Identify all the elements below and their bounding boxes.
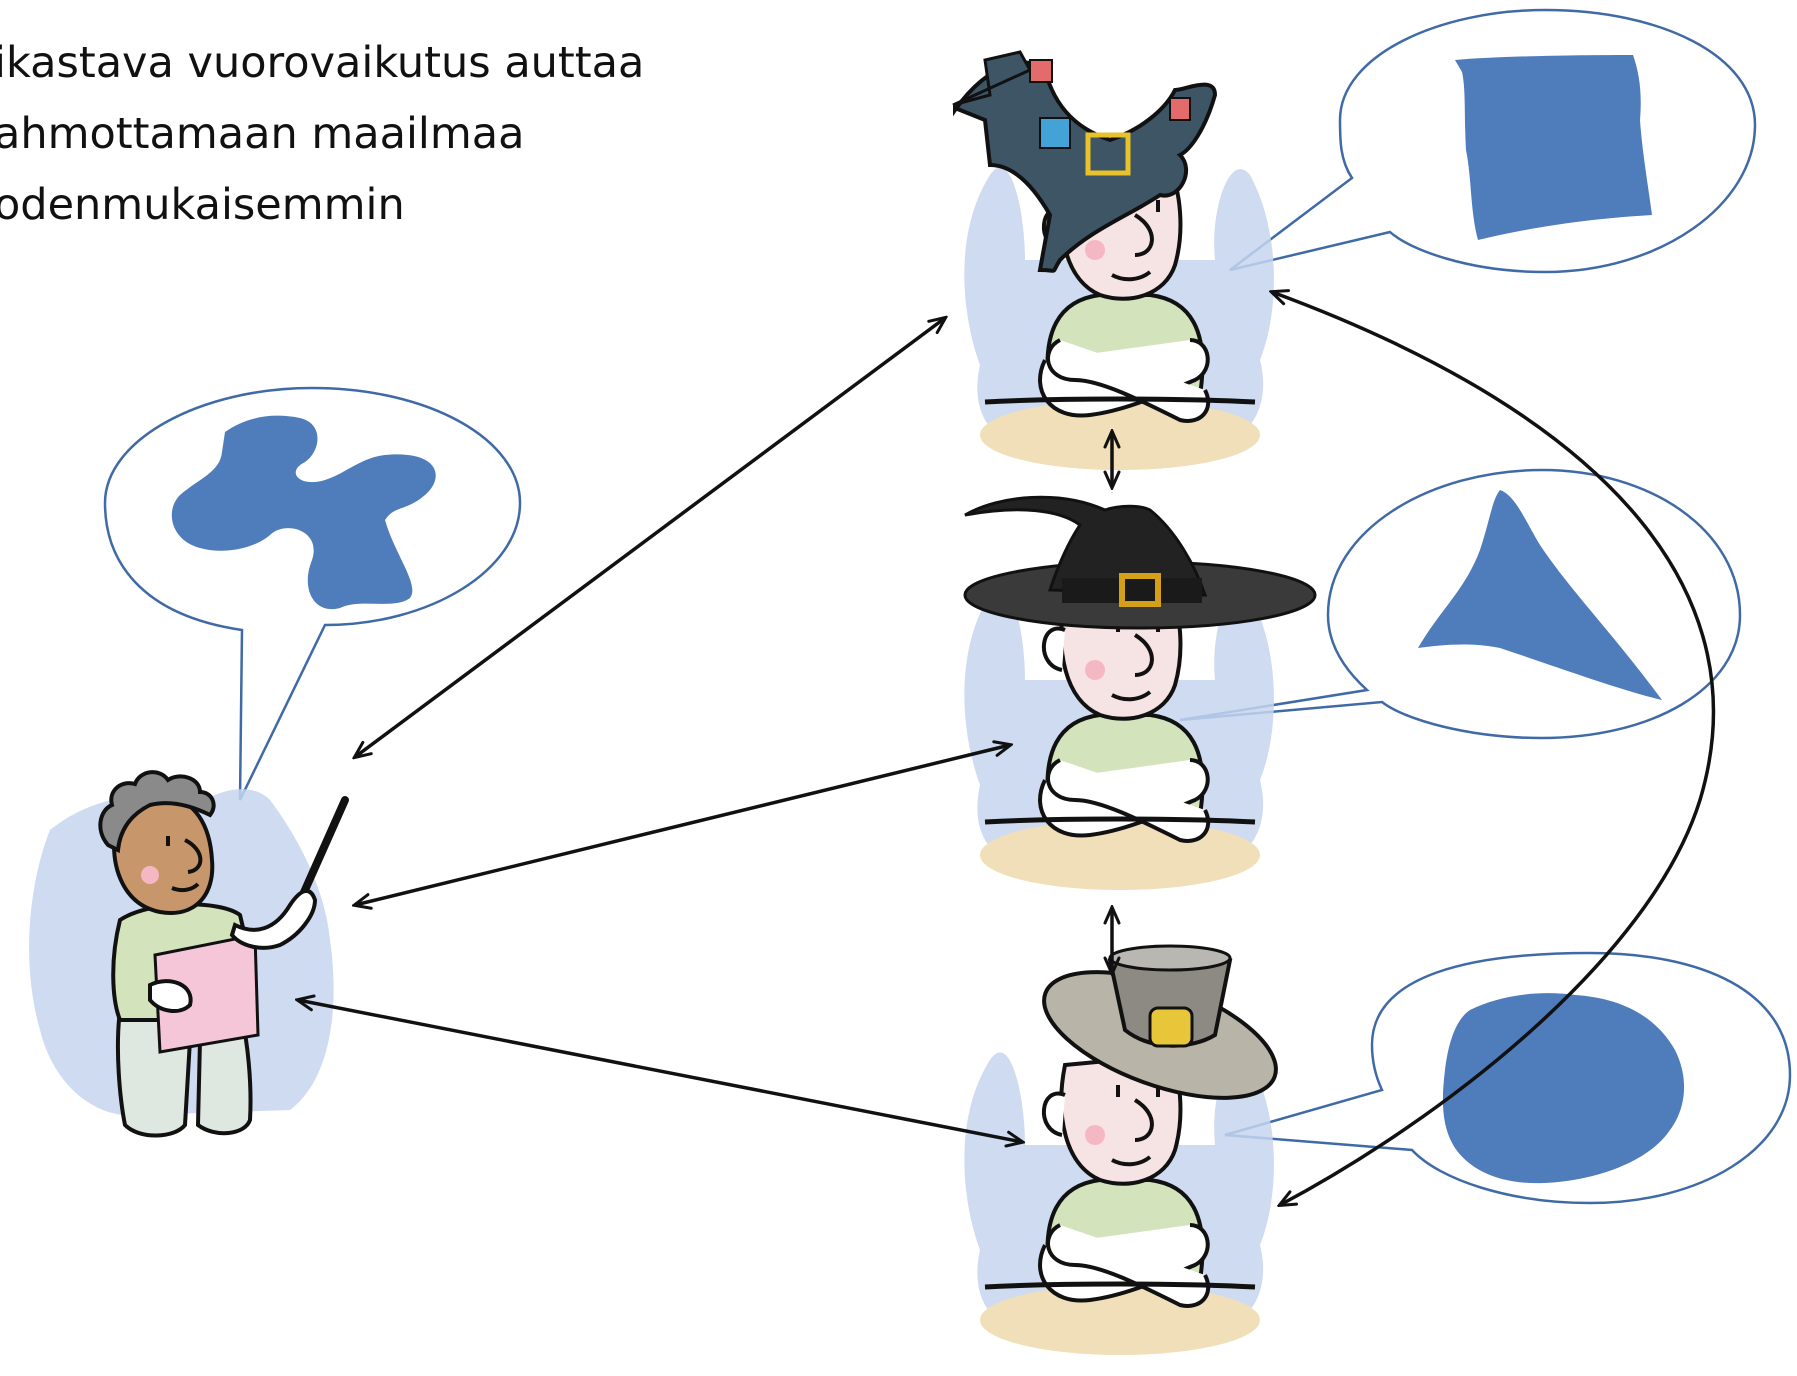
arrow-student1-student3 xyxy=(1272,292,1716,1205)
student2-thought-shape xyxy=(1418,490,1662,700)
arrow-teacher-student1 xyxy=(355,318,945,757)
caption-line-3: odenmukaisemmin xyxy=(0,180,405,230)
interaction-arrows xyxy=(298,292,1716,1205)
teacher-with-pointer-icon xyxy=(29,770,349,1138)
black-witch-hat-icon xyxy=(963,495,1317,630)
caption-line-1: ikastava vuorovaikutus auttaa xyxy=(0,38,645,88)
student1-thought-shape xyxy=(1455,55,1652,240)
caption-line-2: ahmottamaan maailmaa xyxy=(0,109,525,159)
student2-figure xyxy=(964,587,1274,890)
patched-wizard-hat-icon xyxy=(952,50,1218,273)
arrow-teacher-student3 xyxy=(298,1000,1022,1142)
caption-text: ikastava vuorovaikutus auttaa ahmottamaa… xyxy=(0,28,644,241)
arrow-teacher-student2 xyxy=(355,745,1010,905)
student3-thought-shape xyxy=(1442,993,1685,1184)
pilgrim-hat-icon xyxy=(1042,944,1278,1100)
